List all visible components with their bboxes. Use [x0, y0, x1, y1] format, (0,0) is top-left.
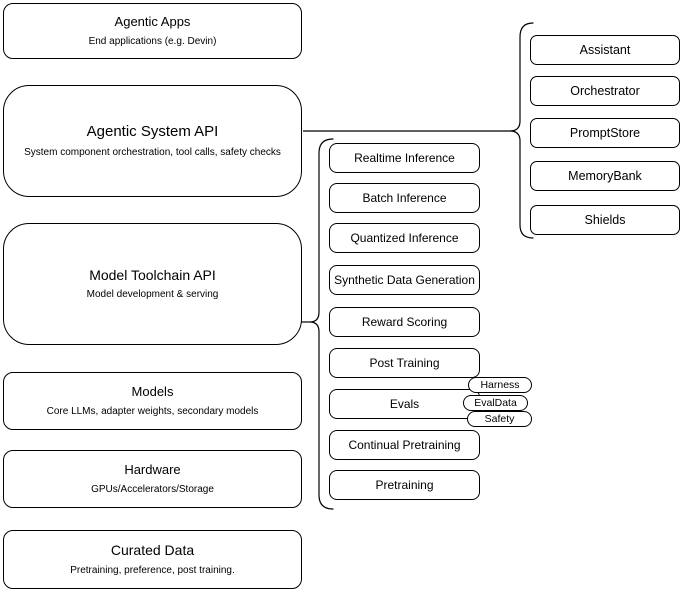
- node-pretraining: Pretraining: [329, 470, 480, 500]
- node-promptstore: PromptStore: [530, 118, 680, 148]
- node-post-training: Post Training: [329, 348, 480, 378]
- node-label: Assistant: [579, 43, 631, 57]
- node-batch-inference: Batch Inference: [329, 183, 480, 213]
- node-label: Batch Inference: [362, 191, 447, 205]
- node-label: PromptStore: [569, 126, 641, 140]
- node-title: Curated Data: [110, 542, 195, 559]
- tag-label: Harness: [480, 378, 520, 391]
- node-realtime-inference: Realtime Inference: [329, 143, 480, 173]
- node-label: Quantized Inference: [350, 231, 459, 245]
- node-title: Model Toolchain API: [89, 266, 216, 283]
- node-agentic-apps: Agentic Apps End applications (e.g. Devi…: [3, 3, 302, 59]
- node-quantized-inference: Quantized Inference: [329, 223, 480, 253]
- node-title: Agentic Apps: [114, 14, 191, 30]
- node-subtitle: End applications (e.g. Devin): [88, 35, 217, 47]
- tag-label: Safety: [484, 412, 515, 425]
- node-models: Models Core LLMs, adapter weights, secon…: [3, 372, 302, 430]
- node-shields: Shields: [530, 205, 680, 235]
- node-subtitle: System component orchestration, tool cal…: [24, 147, 281, 158]
- node-agentic-system-api: Agentic System API System component orch…: [3, 85, 302, 197]
- node-label: MemoryBank: [568, 169, 642, 183]
- node-label: Post Training: [369, 356, 440, 370]
- node-label: Realtime Inference: [354, 151, 455, 165]
- node-label: Orchestrator: [570, 84, 640, 98]
- tag-safety: Safety: [467, 411, 532, 427]
- node-curated-data: Curated Data Pretraining, preference, po…: [3, 530, 302, 589]
- node-label: Shields: [584, 213, 626, 227]
- tag-harness: Harness: [468, 377, 532, 393]
- node-model-toolchain-api: Model Toolchain API Model development & …: [3, 223, 302, 345]
- node-title: Hardware: [124, 462, 181, 478]
- node-label: Continual Pretraining: [348, 438, 461, 452]
- node-memorybank: MemoryBank: [530, 161, 680, 191]
- node-subtitle: Model development & serving: [86, 289, 219, 301]
- node-subtitle: Core LLMs, adapter weights, secondary mo…: [46, 405, 259, 417]
- tag-label: EvalData: [474, 396, 517, 409]
- node-hardware: Hardware GPUs/Accelerators/Storage: [3, 450, 302, 508]
- tag-evaldata: EvalData: [463, 395, 528, 411]
- node-label: Pretraining: [375, 478, 434, 492]
- node-title: Agentic System API: [86, 123, 219, 140]
- node-evals: Evals: [329, 389, 480, 419]
- node-title: Models: [131, 384, 174, 400]
- node-subtitle: GPUs/Accelerators/Storage: [91, 483, 214, 495]
- node-label: Synthetic Data Generation: [334, 273, 475, 287]
- node-label: Evals: [389, 397, 420, 411]
- node-synthetic-data-generation: Synthetic Data Generation: [329, 265, 480, 295]
- node-orchestrator: Orchestrator: [530, 76, 680, 106]
- node-continual-pretraining: Continual Pretraining: [329, 430, 480, 460]
- node-subtitle: Pretraining, preference, post training.: [70, 564, 235, 576]
- node-reward-scoring: Reward Scoring: [329, 307, 480, 337]
- node-assistant: Assistant: [530, 35, 680, 65]
- node-label: Reward Scoring: [361, 315, 448, 329]
